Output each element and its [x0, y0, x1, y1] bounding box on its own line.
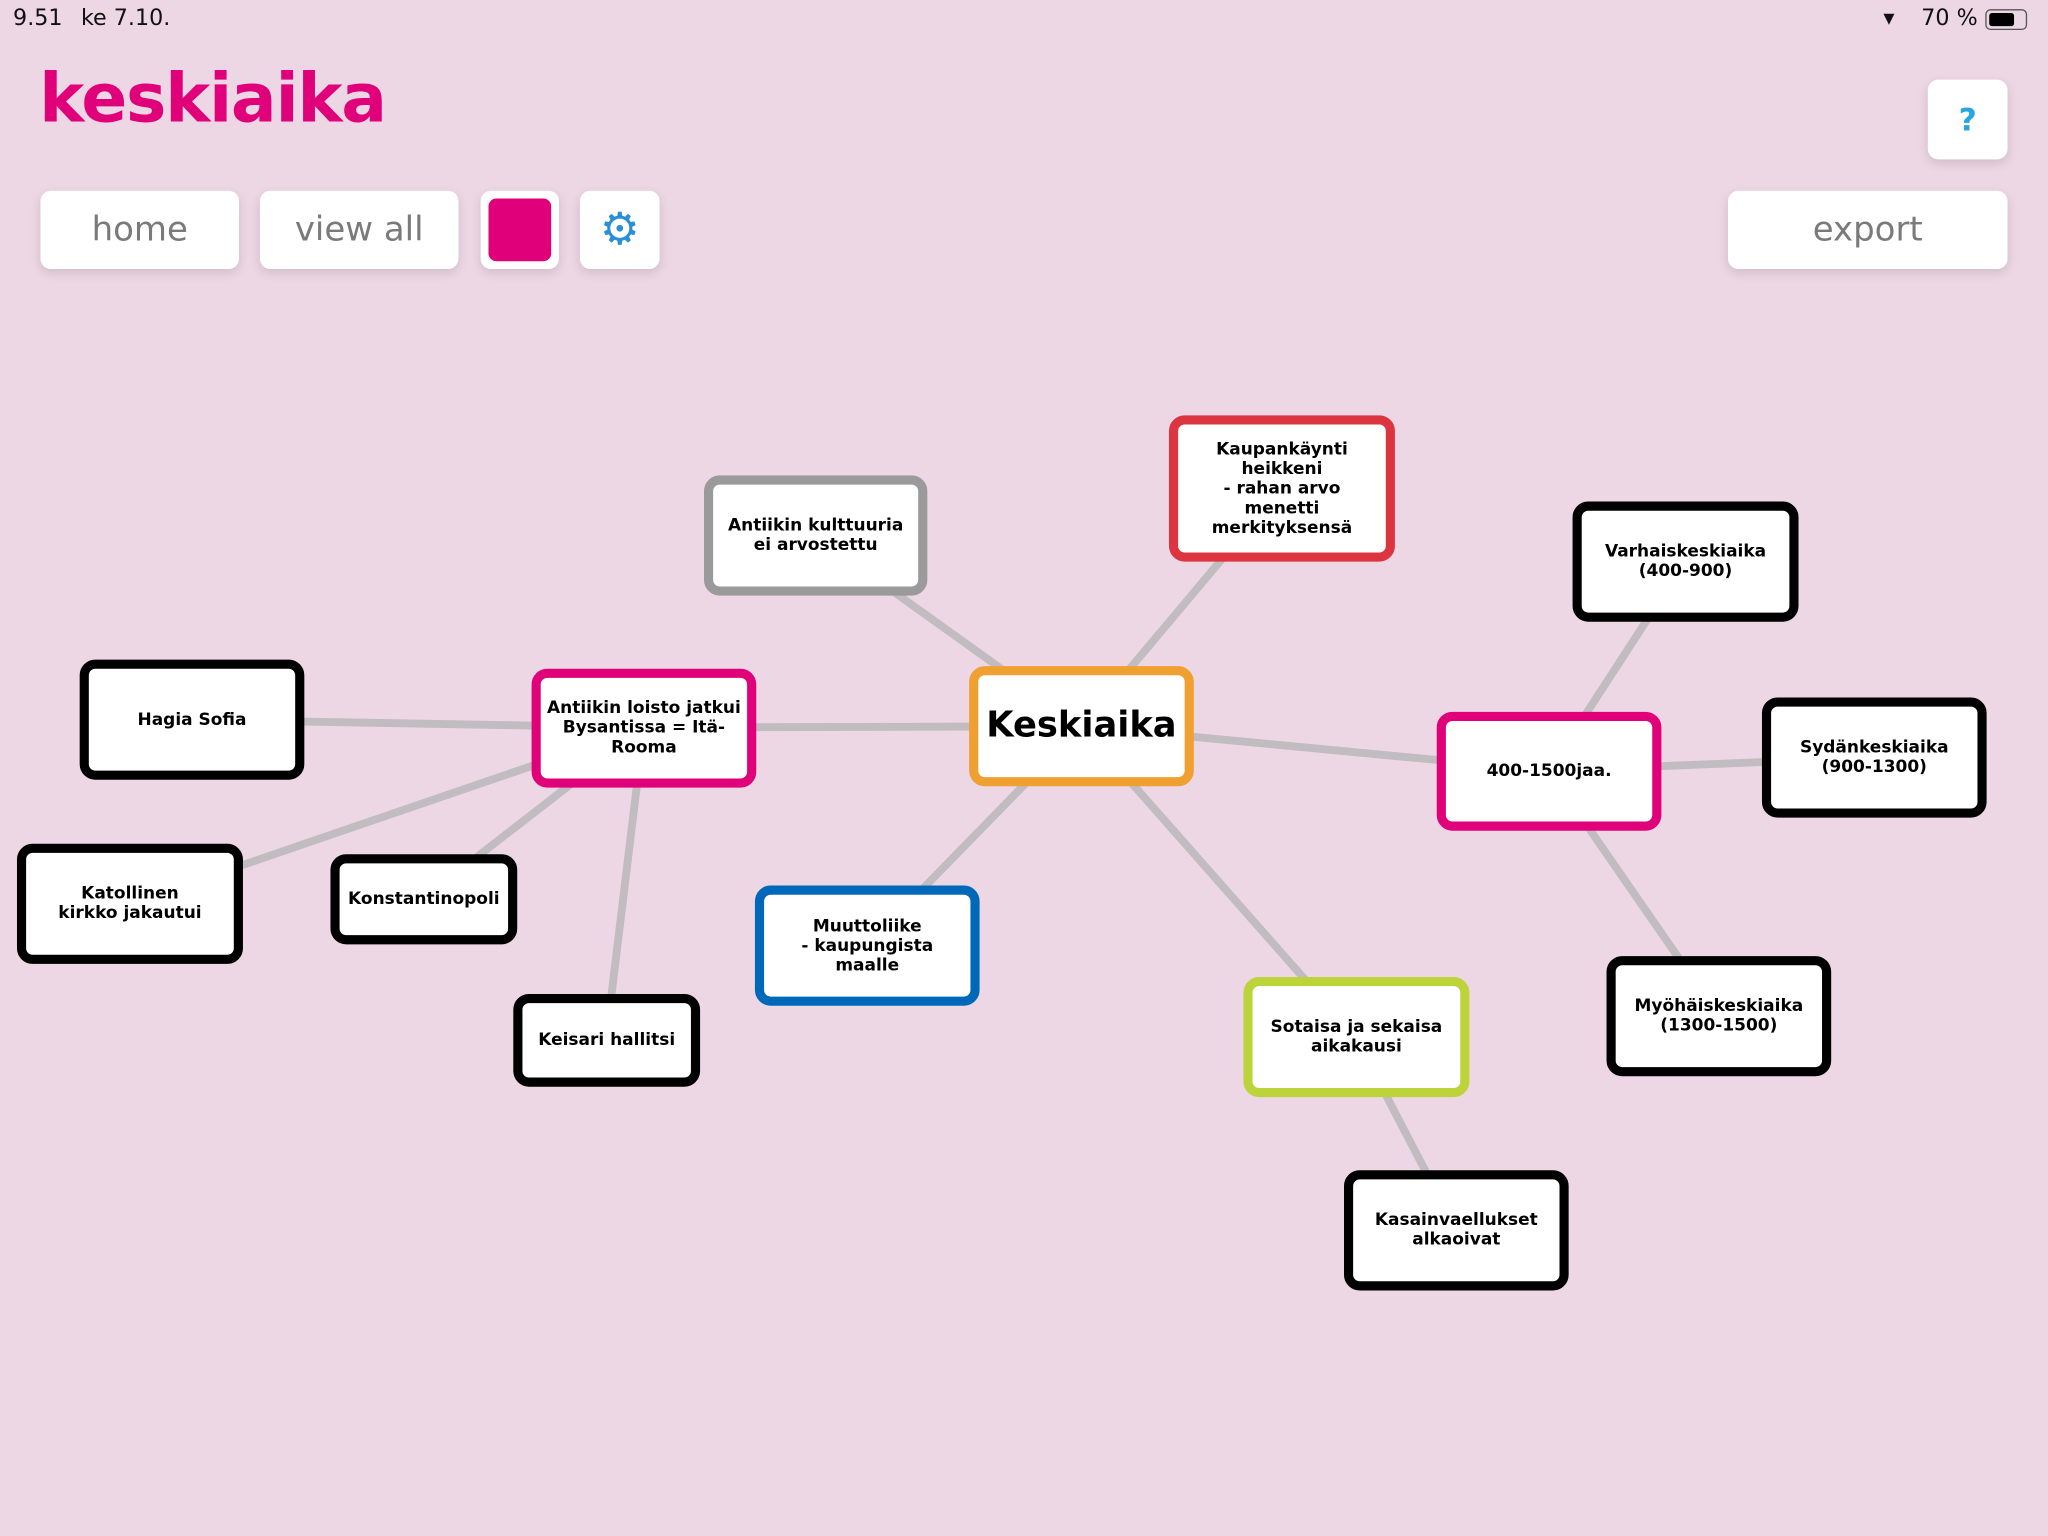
wifi-icon: ▾ [1883, 5, 1895, 32]
settings-button[interactable]: ⚙ [579, 190, 660, 270]
color-swatch [488, 198, 552, 262]
export-button[interactable]: export [1727, 190, 2008, 270]
gear-icon: ⚙ [599, 203, 640, 256]
battery-icon [1985, 9, 2028, 31]
node-muuttoliike[interactable]: Muuttoliike - kaupungista maalle [754, 885, 980, 1006]
view-all-button[interactable]: view all [259, 190, 459, 270]
help-button[interactable]: ? [1927, 79, 2008, 160]
node-sotaisa[interactable]: Sotaisa ja sekaisa aikakausi [1243, 976, 1470, 1098]
node-sydankeskiaika[interactable]: Sydänkeskiaika (900-1300) [1761, 697, 1987, 818]
app-logo: keskiaika [39, 60, 387, 139]
node-keisari-hallitsi[interactable]: Keisari hallitsi [513, 993, 701, 1087]
node-hagia-sofia[interactable]: Hagia Sofia [79, 659, 305, 780]
node-kasainvaellukset[interactable]: Kasainvaellukset alkaoivat [1343, 1170, 1569, 1291]
node-varhaiskeskiaika[interactable]: Varhaiskeskiaika (400-900) [1572, 501, 1799, 622]
node-antiikin-loisto[interactable]: Antiikin loisto jatkui Bysantissa = Itä-… [531, 668, 757, 788]
node-katollinen-kirkko[interactable]: Katollinen kirkko jakautui [16, 843, 243, 964]
color-picker-button[interactable] [480, 190, 560, 270]
node-400-1500[interactable]: 400-1500jaa. [1436, 711, 1662, 831]
node-myohaiskeskiaika[interactable]: Myöhäiskeskiaika (1300-1500) [1606, 956, 1832, 1077]
battery-percent: 70 % [1921, 5, 1978, 32]
node-kaupankaynti[interactable]: Kaupankäynti heikkeni - rahan arvo menet… [1168, 415, 1395, 562]
node-antiikin-kulttuuri[interactable]: Antiikin kulttuuria ei arvostettu [703, 475, 928, 596]
home-button[interactable]: home [40, 190, 240, 270]
status-time: 9.51 [13, 5, 63, 32]
node-konstantinopoli[interactable]: Konstantinopoli [330, 854, 518, 945]
node-keskiaika[interactable]: Keskiaika [969, 666, 1194, 787]
status-date: ke 7.10. [80, 5, 171, 32]
